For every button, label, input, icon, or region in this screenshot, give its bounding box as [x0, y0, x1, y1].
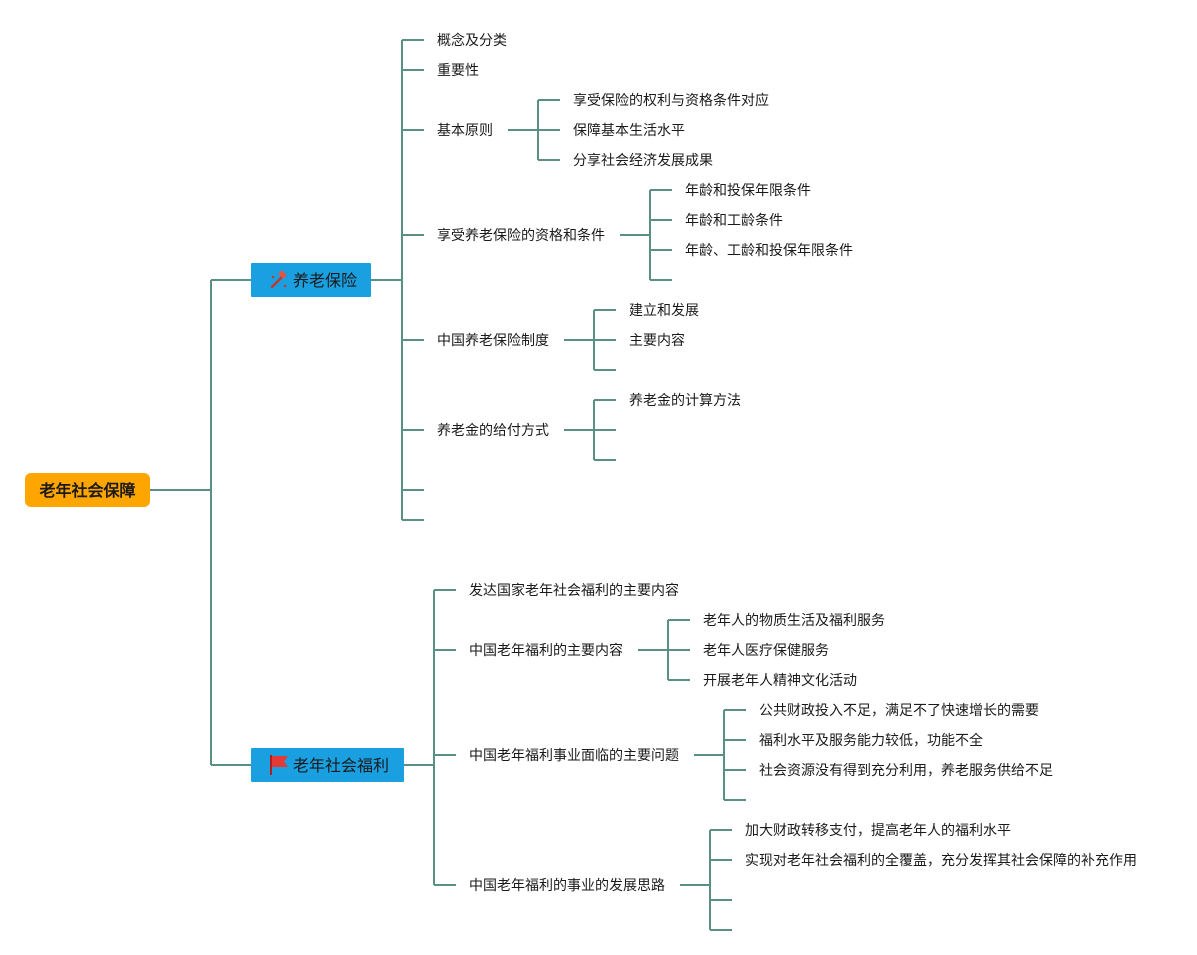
topic-eligibility[interactable]: 享受养老保险的资格和条件	[437, 227, 605, 244]
topic-main-problems[interactable]: 中国老年福利事业面临的主要问题	[469, 748, 679, 764]
subtopic-item[interactable]: 建立和发展	[629, 303, 699, 319]
subtopic-item[interactable]: 福利水平及服务能力较低，功能不全	[759, 732, 983, 749]
branch-label-pension: 养老保险	[293, 271, 357, 290]
subtopic-item[interactable]: 主要内容	[629, 332, 685, 349]
root-label: 老年社会保障	[38, 481, 135, 500]
branch-node-welfare[interactable]: 老年社会福利	[251, 748, 404, 782]
root-node[interactable]: 老年社会保障	[25, 473, 150, 507]
subtopic-item[interactable]: 养老金的计算方法	[629, 393, 741, 409]
subtopic-item[interactable]: 开展老年人精神文化活动	[703, 673, 857, 689]
topic-payment-method[interactable]: 养老金的给付方式	[437, 423, 549, 439]
subtopic-item[interactable]: 社会资源没有得到充分利用，养老服务供给不足	[759, 762, 1053, 779]
topic-principles[interactable]: 基本原则	[437, 122, 493, 139]
subtopic-item[interactable]: 实现对老年社会福利的全覆盖，充分发挥其社会保障的补充作用	[745, 852, 1137, 869]
red-flag-icon	[270, 755, 288, 775]
subtopic-item[interactable]: 老年人的物质生活及福利服务	[703, 613, 885, 629]
topic-concept[interactable]: 概念及分类	[437, 32, 507, 49]
connector-lines	[150, 39, 746, 931]
subtopic-item[interactable]: 年龄和工龄条件	[685, 212, 783, 229]
topic-china-welfare-content[interactable]: 中国老年福利的主要内容	[469, 642, 623, 659]
branch-label-welfare: 老年社会福利	[293, 756, 389, 775]
subtopic-item[interactable]: 加大财政转移支付，提高老年人的福利水平	[745, 822, 1011, 839]
subtopic-item[interactable]: 年龄、工龄和投保年限条件	[685, 242, 853, 259]
subtopic-item[interactable]: 保障基本生活水平	[573, 122, 685, 139]
subtopic-item[interactable]: 年龄和投保年限条件	[685, 182, 811, 199]
subtopic-item[interactable]: 享受保险的权利与资格条件对应	[573, 92, 769, 109]
topic-development-ideas[interactable]: 中国老年福利的事业的发展思路	[469, 878, 665, 894]
topic-importance[interactable]: 重要性	[437, 63, 479, 79]
topic-developed-countries[interactable]: 发达国家老年社会福利的主要内容	[469, 582, 679, 599]
branch-node-pension[interactable]: 养老保险	[251, 263, 371, 297]
hammer-icon	[270, 270, 287, 289]
subtopic-item[interactable]: 老年人医疗保健服务	[703, 643, 829, 659]
subtopic-item[interactable]: 分享社会经济发展成果	[573, 152, 713, 169]
subtopic-item[interactable]: 公共财政投入不足，满足不了快速增长的需要	[759, 703, 1039, 719]
topic-china-pension-system[interactable]: 中国养老保险制度	[437, 333, 549, 349]
